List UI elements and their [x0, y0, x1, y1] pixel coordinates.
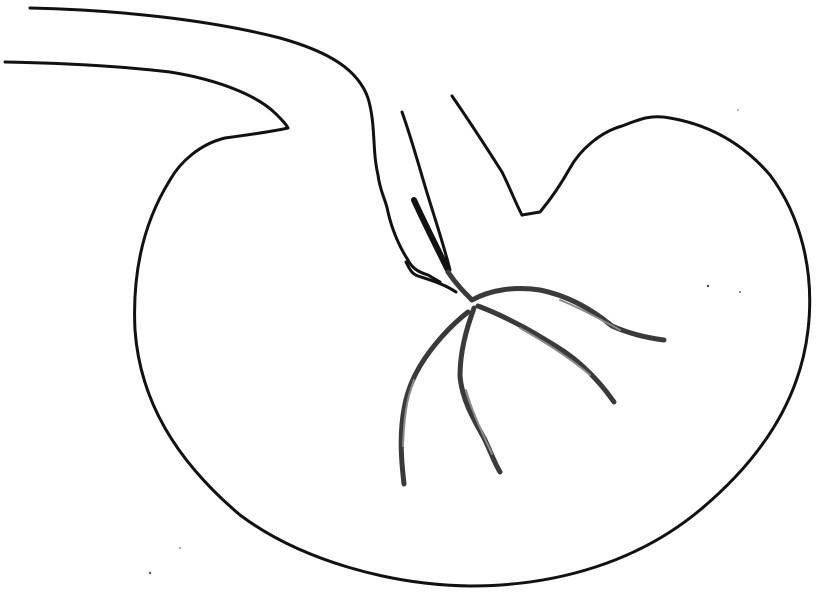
vessel-branches [401, 272, 664, 484]
vessel-branch-lower-center-highlight [466, 390, 492, 454]
vessel-branch-upper-right-highlight [560, 300, 620, 330]
organ-body-outline [135, 117, 810, 586]
upper-tube-bottom-edge [5, 62, 288, 180]
speck [739, 291, 741, 293]
vessel-branch-middle-right-highlight [520, 328, 590, 375]
speck [737, 109, 739, 111]
vessel-branch-middle-right [478, 306, 614, 402]
right-duct-edge [452, 96, 522, 215]
upper-tube-top-edge [30, 8, 440, 282]
speck [149, 572, 151, 574]
vessel-branch-lower-left [401, 312, 468, 484]
speck [179, 547, 181, 549]
scan-specks [149, 109, 741, 574]
vessel-trunk [448, 272, 472, 300]
speck [707, 285, 709, 287]
inner-tube-left-line [402, 112, 450, 270]
